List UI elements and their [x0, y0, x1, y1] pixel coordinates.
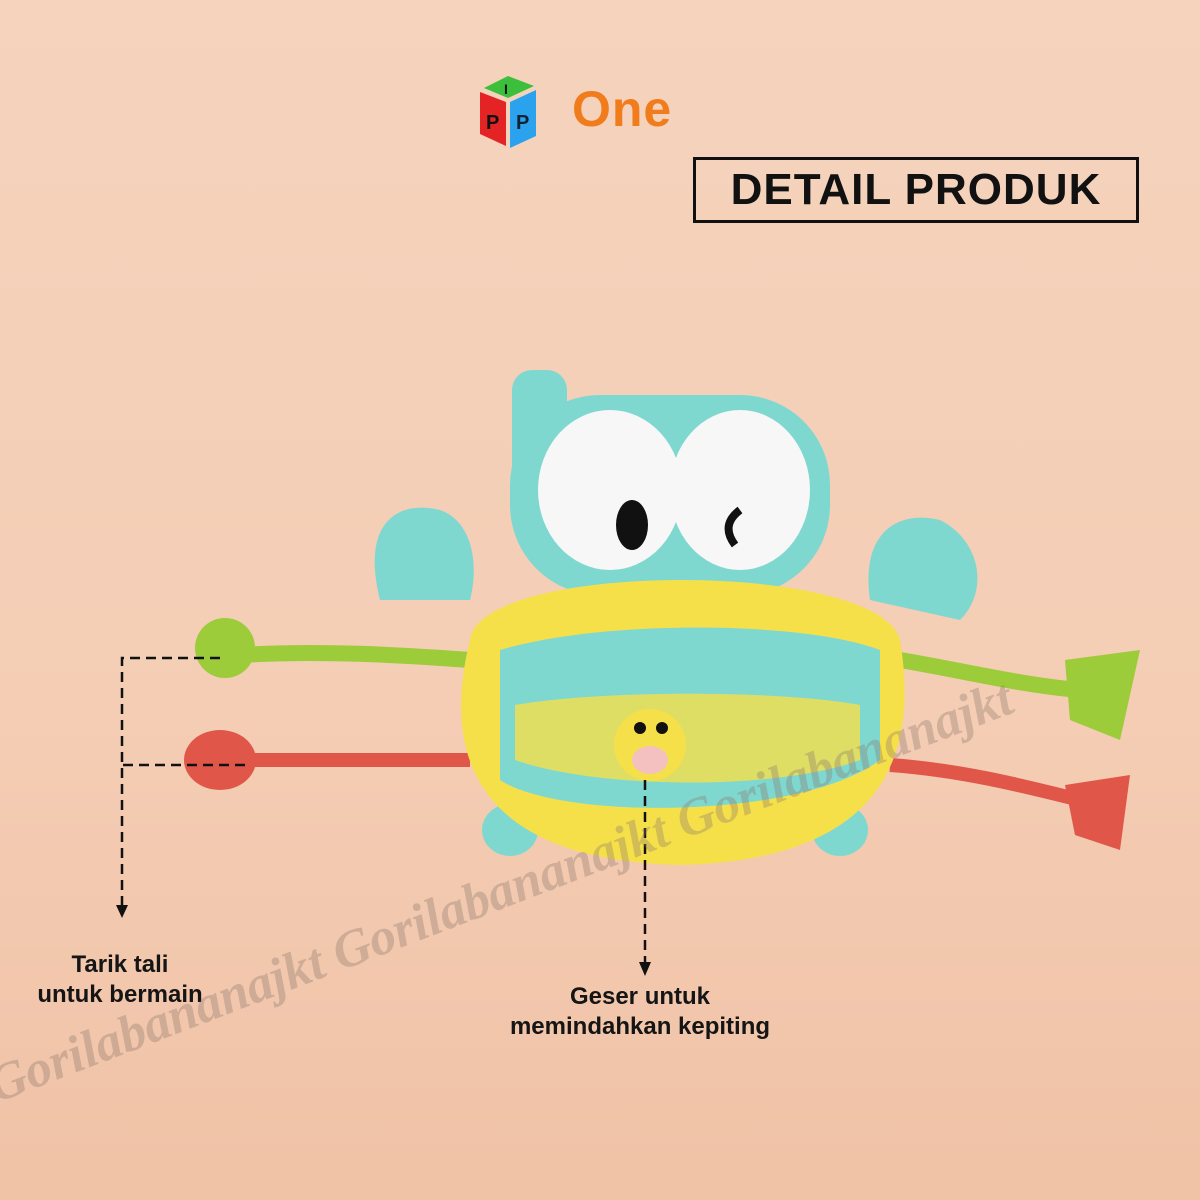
red-teether-left: [184, 730, 256, 790]
svg-text:P: P: [516, 112, 529, 134]
red-string-right: [889, 758, 1082, 807]
arrow-down-icon: [639, 962, 651, 976]
callout-slide-crab: Geser untuk memindahkan kepiting: [509, 983, 771, 1040]
arrow-down-icon: [116, 905, 128, 918]
green-string-right: [898, 652, 1081, 698]
svg-text:I: I: [504, 81, 508, 97]
detail-produk-badge: DETAIL PRODUK: [693, 157, 1139, 223]
green-teether-left: [195, 618, 255, 678]
brand-logo: I P P One: [476, 74, 696, 154]
green-teether-right: [1065, 650, 1140, 740]
green-string-left: [239, 644, 471, 668]
left-claw: [374, 507, 474, 600]
callout-line-strings: [120, 656, 220, 910]
cube-logo-icon: I P P: [480, 76, 536, 148]
red-teether-right: [1065, 775, 1130, 850]
right-claw: [868, 517, 978, 620]
svg-text:P: P: [486, 112, 499, 134]
logo-text: One: [572, 81, 673, 137]
callout-pull-string: Tarik tali untuk bermain: [37, 951, 203, 1008]
small-crab-slider: [614, 709, 686, 781]
